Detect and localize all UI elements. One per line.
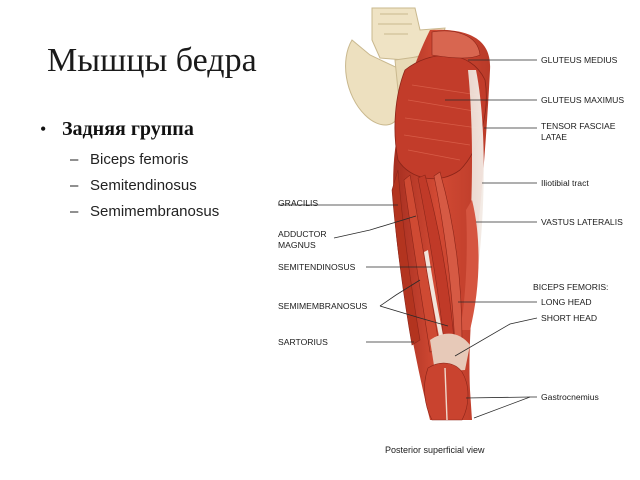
- label-tensor-fasciae: TENSOR FASCIAE: [541, 121, 616, 131]
- label-gastrocnemius: Gastrocnemius: [541, 392, 599, 402]
- dash-icon: –: [70, 151, 79, 168]
- label-adductor-magnus: MAGNUS: [278, 240, 316, 250]
- label-gluteus-medius: GLUTEUS MEDIUS: [541, 55, 618, 65]
- label-sartorius: SARTORIUS: [278, 337, 328, 347]
- bullet-item: • Задняя группа: [40, 118, 219, 141]
- label-gluteus-maximus: GLUTEUS MAXIMUS: [541, 95, 624, 105]
- label-biceps-femoris: BICEPS FEMORIS:: [533, 282, 608, 292]
- label-short-head: SHORT HEAD: [541, 313, 597, 323]
- sub-list: –Biceps femoris –Semitendinosus –Semimem…: [70, 147, 219, 225]
- sub-item-text: Biceps femoris: [90, 151, 189, 168]
- bullet-text: Задняя группа: [62, 118, 194, 140]
- bullet-dot-icon: •: [40, 119, 47, 139]
- sub-item: –Biceps femoris: [70, 147, 219, 173]
- label-semimembranosus: SEMIMEMBRANOSUS: [278, 301, 368, 311]
- sub-item: –Semimembranosus: [70, 199, 219, 225]
- label-vastus-lateralis: VASTUS LATERALIS: [541, 217, 623, 227]
- sub-item-text: Semitendinosus: [90, 177, 197, 194]
- label-iliotibial-tract: Iliotibial tract: [541, 178, 589, 188]
- leader-lines: [278, 59, 538, 419]
- label-tensor-latae: LATAE: [541, 132, 567, 142]
- bullet-list: • Задняя группа –Biceps femoris –Semiten…: [40, 118, 219, 225]
- label-adductor: ADDUCTOR: [278, 229, 327, 239]
- slide-title: Мышцы бедра: [47, 42, 257, 79]
- dash-icon: –: [70, 203, 79, 220]
- sub-item-text: Semimembranosus: [90, 203, 220, 220]
- label-long-head: LONG HEAD: [541, 297, 592, 307]
- label-gracilis: GRACILIS: [278, 198, 318, 208]
- sub-item: –Semitendinosus: [70, 173, 219, 199]
- thigh-muscles: [391, 29, 491, 421]
- dash-icon: –: [70, 177, 79, 194]
- label-semitendinosus: SEMITENDINOSUS: [278, 262, 356, 272]
- figure-caption: Posterior superficial view: [385, 445, 485, 455]
